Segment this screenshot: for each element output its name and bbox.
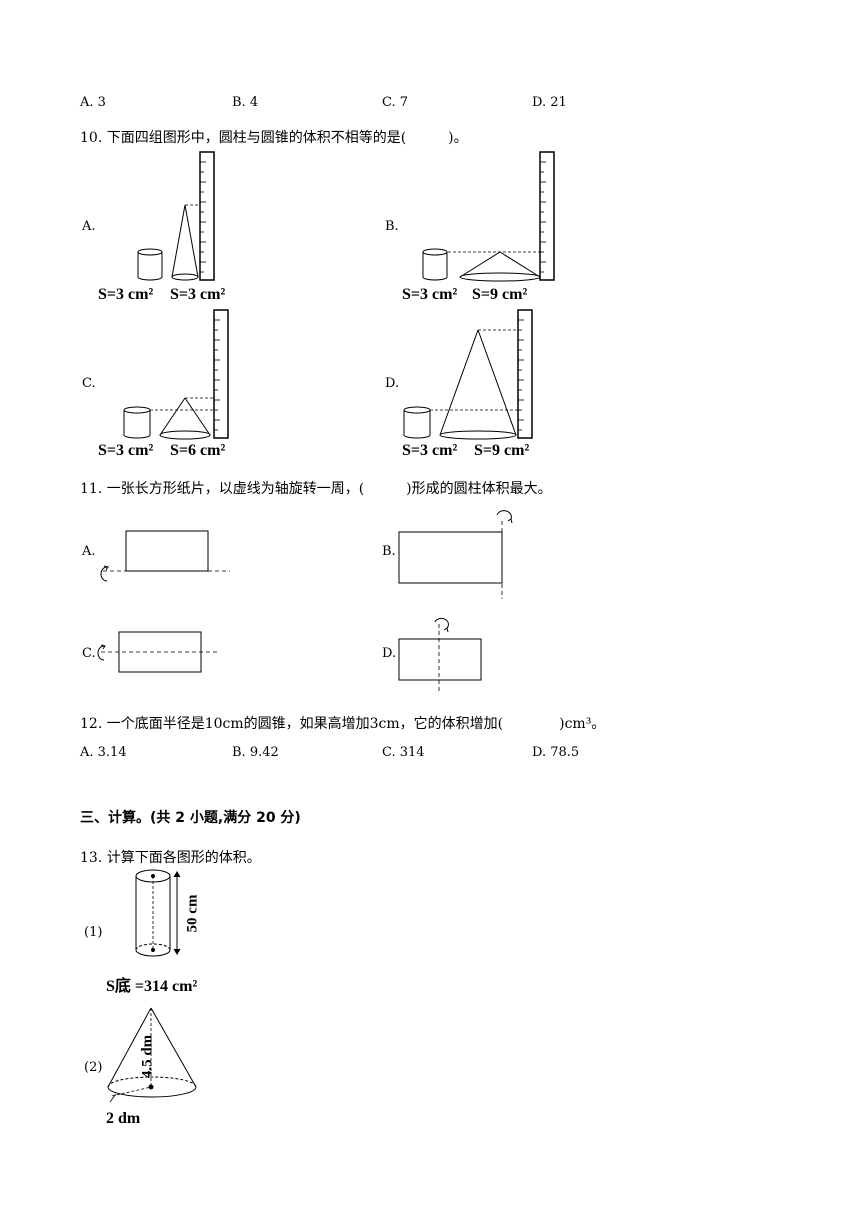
fig1-cylinder bbox=[135, 869, 181, 957]
fig2-radius: 2 dm bbox=[106, 1110, 141, 1127]
q12-option-d[interactable]: D. 78.5 bbox=[532, 745, 580, 760]
q10-b-cyl-area: S=3 cm² bbox=[402, 286, 458, 303]
q12-option-a[interactable]: A. 3.14 bbox=[80, 745, 127, 760]
q10-c-cyl-area: S=3 cm² bbox=[98, 442, 154, 459]
q10-d-cone-area: S=9 cm² bbox=[474, 442, 530, 459]
q10-figure-d bbox=[403, 309, 533, 440]
q11-option-a[interactable]: A. bbox=[82, 544, 96, 559]
fig1-base-area: S底 =314 cm² bbox=[106, 978, 198, 995]
q10-option-d[interactable]: D. bbox=[385, 376, 400, 391]
q10-figure-b bbox=[422, 151, 555, 282]
fig2-label: (2) bbox=[84, 1060, 103, 1075]
section-title: 三、计算。(共 2 小题,满分 20 分) bbox=[80, 810, 301, 826]
q10-b-cone-area: S=9 cm² bbox=[472, 286, 528, 303]
q10-d-cyl-area: S=3 cm² bbox=[402, 442, 458, 459]
q10-option-c[interactable]: C. bbox=[82, 376, 96, 391]
q10-a-cyl-area: S=3 cm² bbox=[98, 286, 154, 303]
q10-question: 10. 下面四组图形中，圆柱与圆锥的体积不相等的是( )。 bbox=[80, 130, 468, 146]
q9-option-d[interactable]: D. 21 bbox=[532, 95, 567, 110]
q10-figure-a bbox=[137, 151, 215, 281]
q12-option-c[interactable]: C. 314 bbox=[382, 745, 425, 760]
q11-option-b[interactable]: B. bbox=[382, 544, 396, 559]
q9-option-c[interactable]: C. 7 bbox=[382, 95, 409, 110]
fig1-label: (1) bbox=[84, 925, 103, 940]
q11-figure-a bbox=[100, 530, 230, 582]
fig1-height: 50 cm bbox=[184, 894, 201, 933]
q13-question: 13. 计算下面各图形的体积。 bbox=[80, 850, 261, 866]
q11-question: 11. 一张长方形纸片，以虚线为轴旋转一周，( )形成的圆柱体积最大。 bbox=[80, 481, 552, 497]
q10-option-b[interactable]: B. bbox=[385, 219, 399, 234]
q10-c-cone-area: S=6 cm² bbox=[170, 442, 226, 459]
q10-figure-c bbox=[123, 309, 229, 440]
q9-option-b[interactable]: B. 4 bbox=[232, 95, 259, 110]
q12-question: 12. 一个底面半径是10cm的圆锥，如果高增加3cm，它的体积增加( )cm³… bbox=[80, 716, 606, 732]
fig2-cone bbox=[107, 1007, 197, 1103]
q11-figure-c bbox=[97, 631, 220, 673]
q11-figure-b bbox=[398, 510, 513, 599]
q10-option-a[interactable]: A. bbox=[82, 219, 96, 234]
q12-option-b[interactable]: B. 9.42 bbox=[232, 745, 279, 760]
q11-option-c[interactable]: C. bbox=[82, 646, 96, 661]
q11-figure-d bbox=[398, 617, 482, 694]
fig2-height: 4.5 dm bbox=[139, 1034, 156, 1079]
q11-option-d[interactable]: D. bbox=[382, 646, 397, 661]
q9-option-a[interactable]: A. 3 bbox=[80, 95, 106, 110]
q10-a-cone-area: S=3 cm² bbox=[170, 286, 226, 303]
